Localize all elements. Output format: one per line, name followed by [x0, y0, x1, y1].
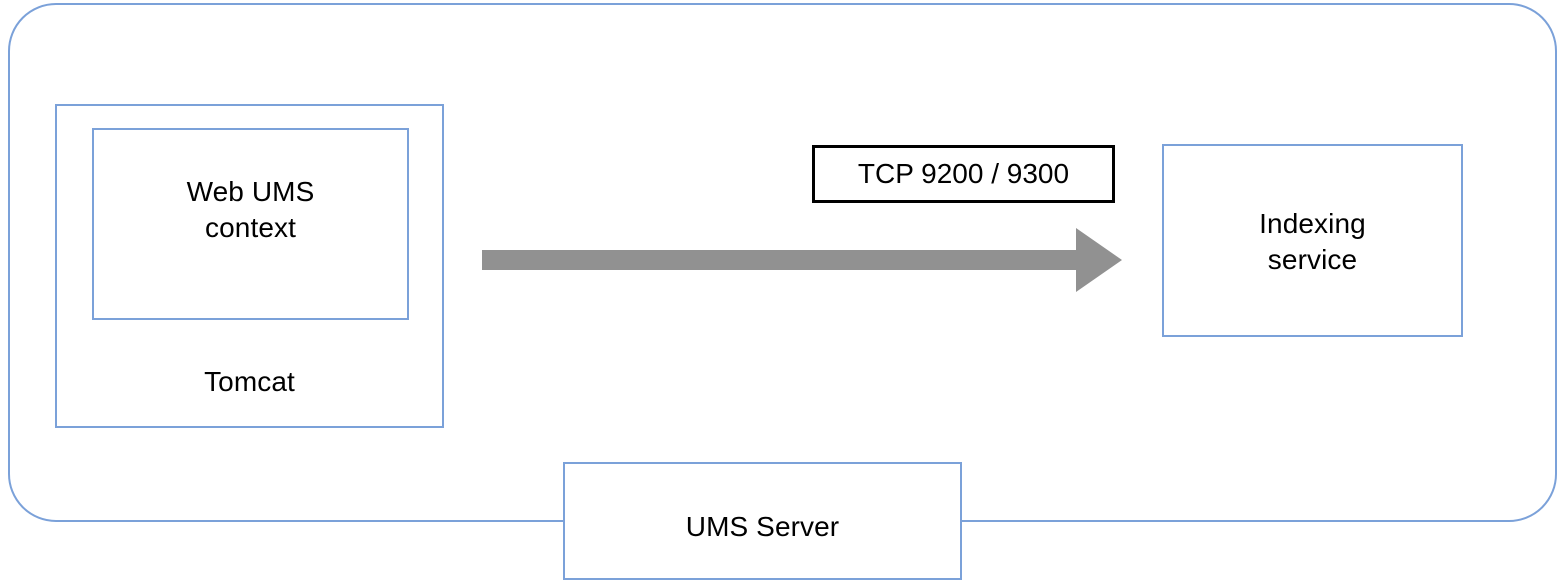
node-indexing-service[interactable]: Indexing service	[1162, 144, 1463, 337]
node-web-ums-context[interactable]: Web UMS context	[92, 128, 409, 320]
node-indexing-service-label: Indexing service	[1259, 208, 1366, 275]
node-ums-server-label: UMS Server	[685, 511, 840, 542]
right-arrow-icon	[482, 228, 1122, 292]
node-web-ums-context-label: Web UMS context	[186, 176, 315, 243]
node-tomcat-label: Tomcat	[204, 366, 295, 397]
node-ums-server[interactable]: UMS Server	[563, 462, 962, 580]
connection-port-label: TCP 9200 / 9300	[812, 145, 1115, 203]
connection-port-label-text: TCP 9200 / 9300	[857, 158, 1070, 189]
node-tomcat[interactable]: Web UMS context Tomcat	[55, 104, 444, 428]
